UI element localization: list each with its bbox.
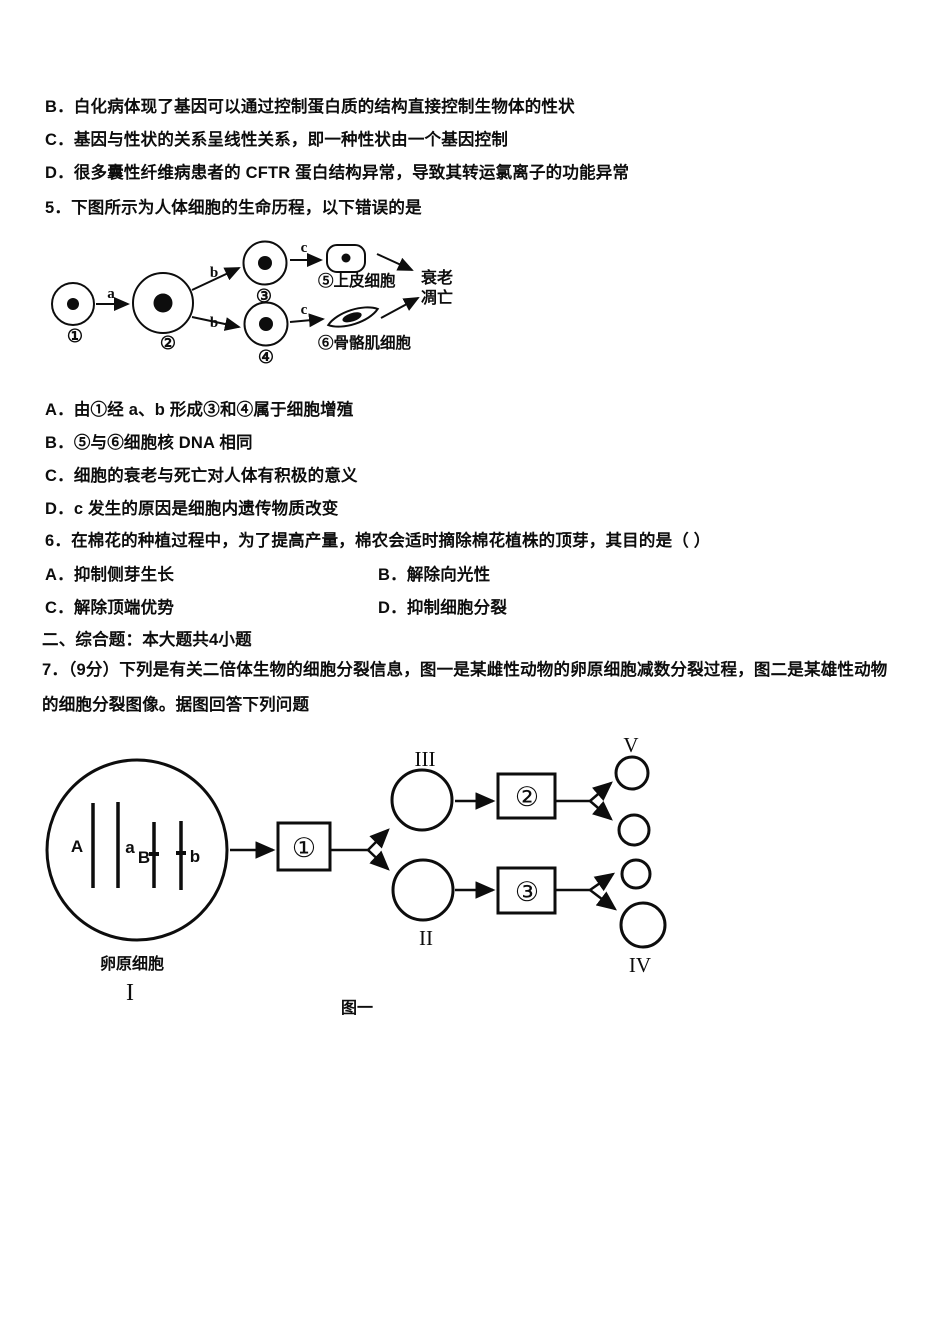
q7-stem-line2: 的细胞分裂图像。据图回答下列问题 [42,696,310,714]
cell-life-history-diagram: ① a ② b b ③ ④ c c [51,240,453,367]
polar-body-cell-1 [617,813,651,847]
oogonium-membrane [45,758,229,942]
fate-text-line1: 衰老 [420,268,453,287]
arrow-to-polar-body-1 [589,800,613,821]
cell-3-label: ③ [256,286,272,306]
arrow-c-bottom [289,313,325,328]
arrow-to-polar-body-2 [589,872,616,892]
arrow-a-label: a [107,286,115,302]
arrow-to-III [367,828,390,851]
cell-4-membrane [243,301,289,347]
arrow-to-fate-top [376,253,414,271]
arrow-c-top-label: c [301,240,308,256]
cell-3-nucleus [258,256,272,270]
chromosome-b-label: b [190,847,200,866]
cell-2-nucleus [153,293,173,313]
chromosome-B-label: B [138,848,150,867]
q4-option-d: D．很多囊性纤维病患者的 CFTR 蛋白结构异常，导致其转运氯离子的功能异常 [45,164,630,182]
cell-5-nucleus [341,253,351,263]
stage-IV-label: IV [629,953,651,977]
process-1-box [276,821,332,872]
q7-figure: A a B b 卵原细胞 I ① III II ② [40,730,700,1025]
q4-option-c: C．基因与性状的关系呈线性关系，即一种性状由一个基因控制 [45,131,509,149]
q6-option-c: C．解除顶端优势 [45,599,175,617]
section2-header: 二、综合题：本大题共4小题 [42,631,252,649]
meiosis-flow-diagram: A a B b 卵原细胞 I ① III II ② [45,733,667,1017]
oogonium-caption: 卵原细胞 [100,954,164,973]
cell-5-membrane [326,244,366,273]
arrow-to-fate-bottom [380,297,420,319]
cell-3-membrane [242,240,288,286]
q7-stem-line1: 7．（9分）下列是有关二倍体生物的细胞分裂信息，图一是某雌性动物的卵原细胞减数分… [42,661,888,679]
cell-5-caption: ⑤上皮细胞 [318,271,396,290]
arrow-b-bottom [191,316,241,331]
cell-1-label: ① [67,326,83,346]
cell-2-membrane [132,272,194,334]
cell-6-nucleus [342,312,362,323]
arrow-b-top [191,267,241,291]
stage-III-label: III [415,747,436,771]
process-2-label: ② [515,782,539,812]
cell-III [390,768,454,832]
q5-option-a: A．由①经 a、b 形成③和④属于细胞增殖 [45,401,354,419]
arrow-to-II [367,849,390,871]
cell-1-nucleus [67,298,79,310]
arrow-to-V [589,781,613,802]
arrow-b-top-label: b [210,265,218,281]
cell-6-caption: ⑥骨骼肌细胞 [318,333,412,352]
stage-II-label: II [419,926,433,950]
q6-option-a: A．抑制侧芽生长 [45,566,175,584]
chromosome-A-label: A [71,837,83,856]
figure1-caption: 图一 [341,999,373,1017]
arrow-to-IV [589,889,617,911]
q6-stem: 6．在棉花的种植过程中，为了提高产量，棉农会适时摘除棉花植株的顶芽，其目的是（ … [45,532,711,550]
q5-option-d: D．c 发生的原因是细胞内遗传物质改变 [45,500,339,518]
stage-I-label: I [126,980,134,1006]
cell-V [614,755,650,791]
q5-figure: ① a ② b b ③ ④ c c [40,235,470,375]
process-3-label: ③ [515,877,539,907]
cell-1-membrane [51,282,95,326]
q5-stem: 5．下图所示为人体细胞的生命历程，以下错误的是 [45,199,422,217]
process-1-label: ① [292,833,316,863]
q6-option-b: B．解除向光性 [378,566,491,584]
cell-II [391,858,455,922]
q5-option-b: B．⑤与⑥细胞核 DNA 相同 [45,434,253,452]
polar-body-cell-2 [620,858,652,890]
cell-6-membrane [326,306,380,328]
cell-4-nucleus [259,317,273,331]
arrow-c-bottom-label: c [301,302,308,318]
fate-text-line2: 凋亡 [421,288,453,307]
q6-option-d: D．抑制细胞分裂 [378,599,508,617]
cell-2-label: ② [160,333,176,353]
chromosome-a-label: a [125,838,135,857]
stage-V-label: V [623,733,638,757]
q5-option-c: C．细胞的衰老与死亡对人体有积极的意义 [45,467,358,485]
process-2-box [496,772,557,820]
cell-IV [619,901,667,949]
arrow-b-bottom-label: b [210,315,218,331]
cell-4-label: ④ [258,347,274,367]
q4-option-b: B．白化病体现了基因可以通过控制蛋白质的结构直接控制生物体的性状 [45,98,575,116]
